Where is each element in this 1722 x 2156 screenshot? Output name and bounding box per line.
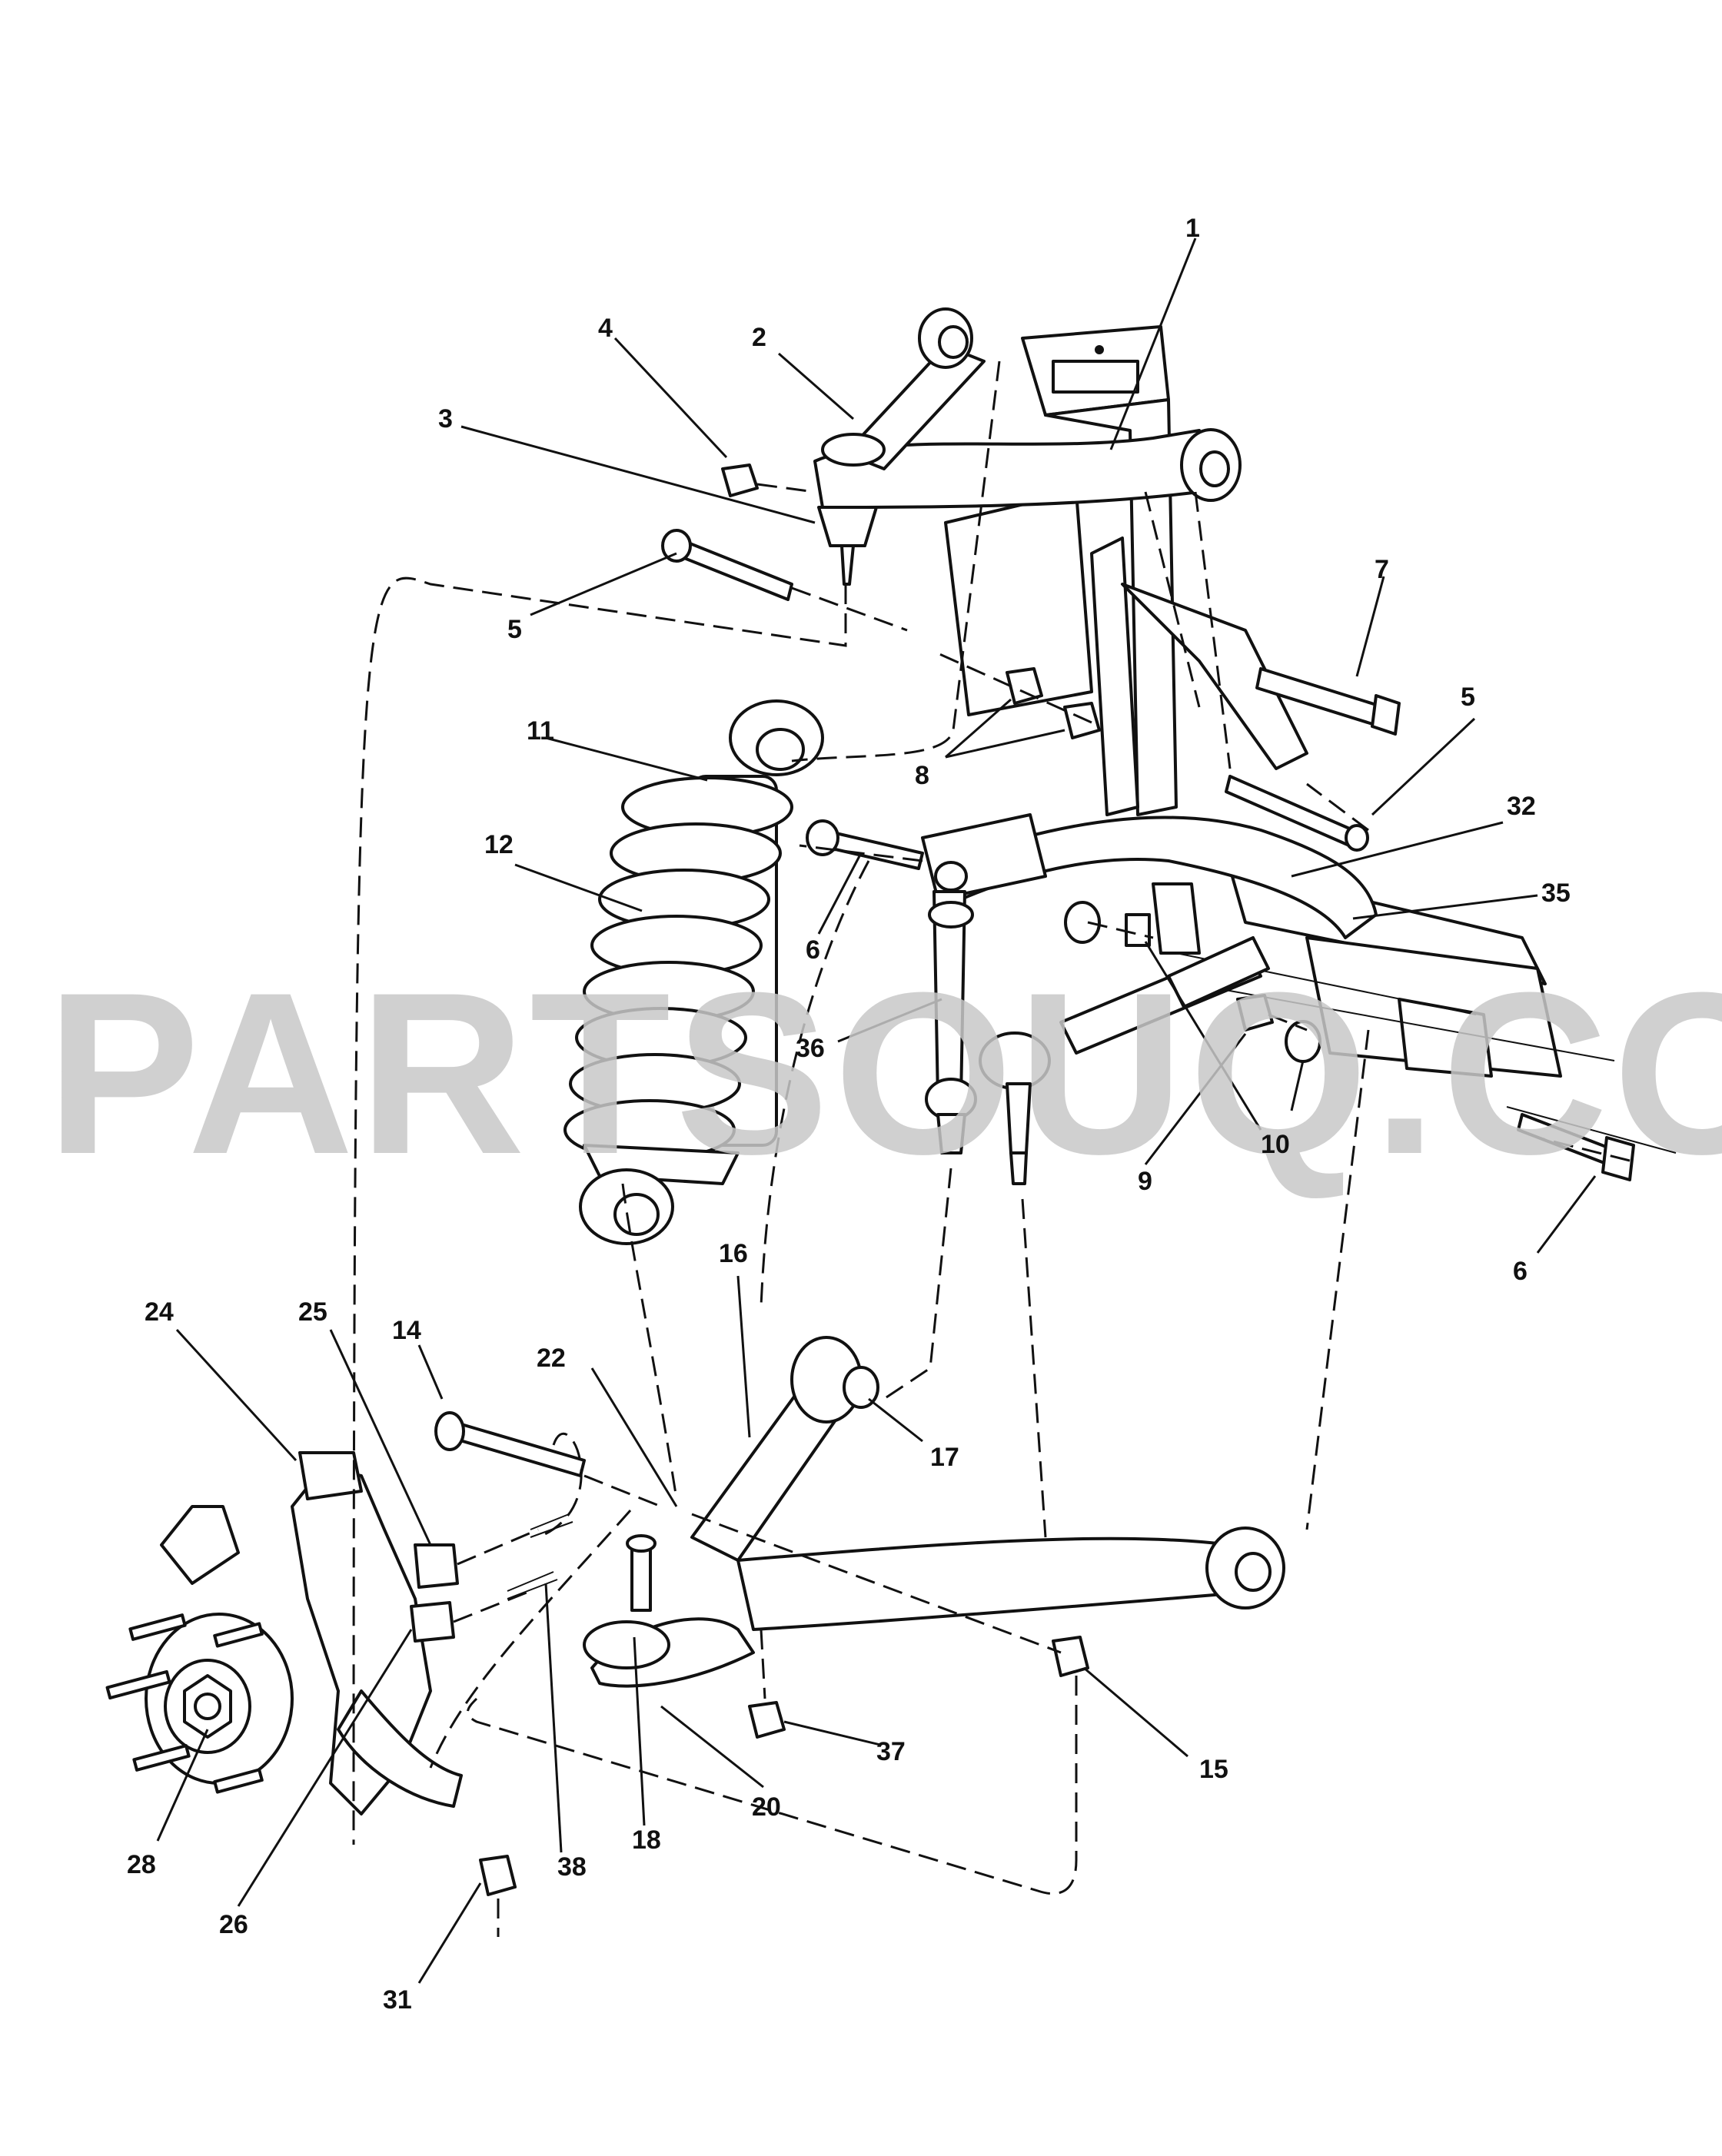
callout-4: 4 <box>598 314 613 343</box>
upper-control-arm <box>813 307 1242 586</box>
callout-25: 25 <box>298 1297 327 1327</box>
callout-22: 22 <box>537 1344 566 1373</box>
callout-12: 12 <box>484 830 514 859</box>
callout-26: 26 <box>219 1910 248 1939</box>
callout-14: 14 <box>392 1316 421 1345</box>
callout-36: 36 <box>796 1034 825 1063</box>
callout-17: 17 <box>930 1443 959 1472</box>
callout-3: 3 <box>438 404 453 434</box>
callout-10: 10 <box>1261 1130 1290 1159</box>
callout-15: 15 <box>1199 1755 1228 1784</box>
callout-16: 16 <box>719 1239 748 1268</box>
callout-9: 9 <box>1138 1167 1152 1196</box>
callout-37: 37 <box>876 1737 906 1766</box>
tie-rod <box>979 936 1270 1185</box>
callout-labels: 1 2 3 4 5 5 6 6 7 8 9 10 11 12 14 15 16 … <box>127 214 1571 2015</box>
leader-lines <box>156 238 1597 1984</box>
callout-5a: 5 <box>507 615 522 644</box>
callout-38: 38 <box>557 1852 587 1882</box>
callout-28: 28 <box>127 1850 156 1879</box>
watermark-text: PARTSOUQ.COM <box>46 944 1722 1202</box>
coil-spring-shock <box>563 699 824 1245</box>
callout-35: 35 <box>1541 879 1571 908</box>
callout-6b: 6 <box>1513 1257 1528 1286</box>
callout-24: 24 <box>145 1297 174 1327</box>
callout-1: 1 <box>1185 214 1200 243</box>
callout-5b: 5 <box>1461 683 1475 712</box>
callout-32: 32 <box>1507 792 1536 821</box>
callout-20: 20 <box>752 1792 781 1822</box>
callout-8: 8 <box>915 761 929 790</box>
callout-7: 7 <box>1375 555 1389 584</box>
callout-18: 18 <box>632 1825 661 1855</box>
callout-11: 11 <box>527 716 554 746</box>
fasteners <box>410 463 1635 1896</box>
callout-31: 31 <box>383 1985 412 2015</box>
callout-6a: 6 <box>806 935 820 965</box>
lower-control-arm <box>583 1336 1285 1688</box>
steering-knuckle <box>105 1451 463 1815</box>
callout-2: 2 <box>752 323 766 352</box>
